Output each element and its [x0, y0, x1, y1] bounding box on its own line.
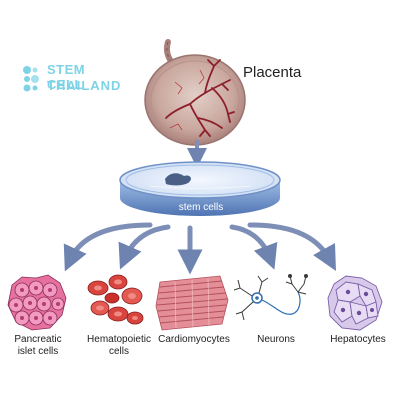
pancreatic-islet-cells-label: Pancreatic islet cells	[14, 334, 62, 357]
hepatocytes-illustration	[327, 275, 383, 331]
neurons-label: Neurons	[257, 334, 295, 345]
logo-icon	[23, 66, 39, 92]
stem-cells-label: stem cells	[178, 202, 224, 213]
hematopoietic-cells-label: Hematopoietic cells	[87, 334, 151, 357]
arrow-to-neurons	[229, 224, 278, 270]
placenta-illustration	[144, 54, 246, 146]
stem-cell-thailand-logo: STEM CELL THAILAND	[20, 62, 120, 96]
arrow-to-hepatocytes	[247, 222, 336, 271]
neurons-illustration	[233, 274, 308, 321]
cardiomyocytes-illustration	[155, 275, 229, 331]
hepatocytes-label: Hepatocytes	[330, 334, 386, 345]
placenta-label: Placenta	[243, 64, 302, 81]
logo-text-line1: STEM CELL	[47, 62, 86, 92]
stem-cell-cluster	[165, 173, 191, 186]
hematopoietic-cells-illustration	[87, 274, 144, 325]
distribution-arrows	[63, 222, 336, 275]
logo-text-line2: THAILAND	[47, 78, 122, 93]
pancreatic-islet-cells-illustration	[7, 274, 67, 331]
cardiomyocytes-label: Cardiomyocytes	[158, 334, 230, 345]
arrow-to-hematopoietic	[118, 224, 171, 270]
petri-dish	[119, 161, 281, 216]
arrow-to-pancreatic	[63, 222, 153, 272]
